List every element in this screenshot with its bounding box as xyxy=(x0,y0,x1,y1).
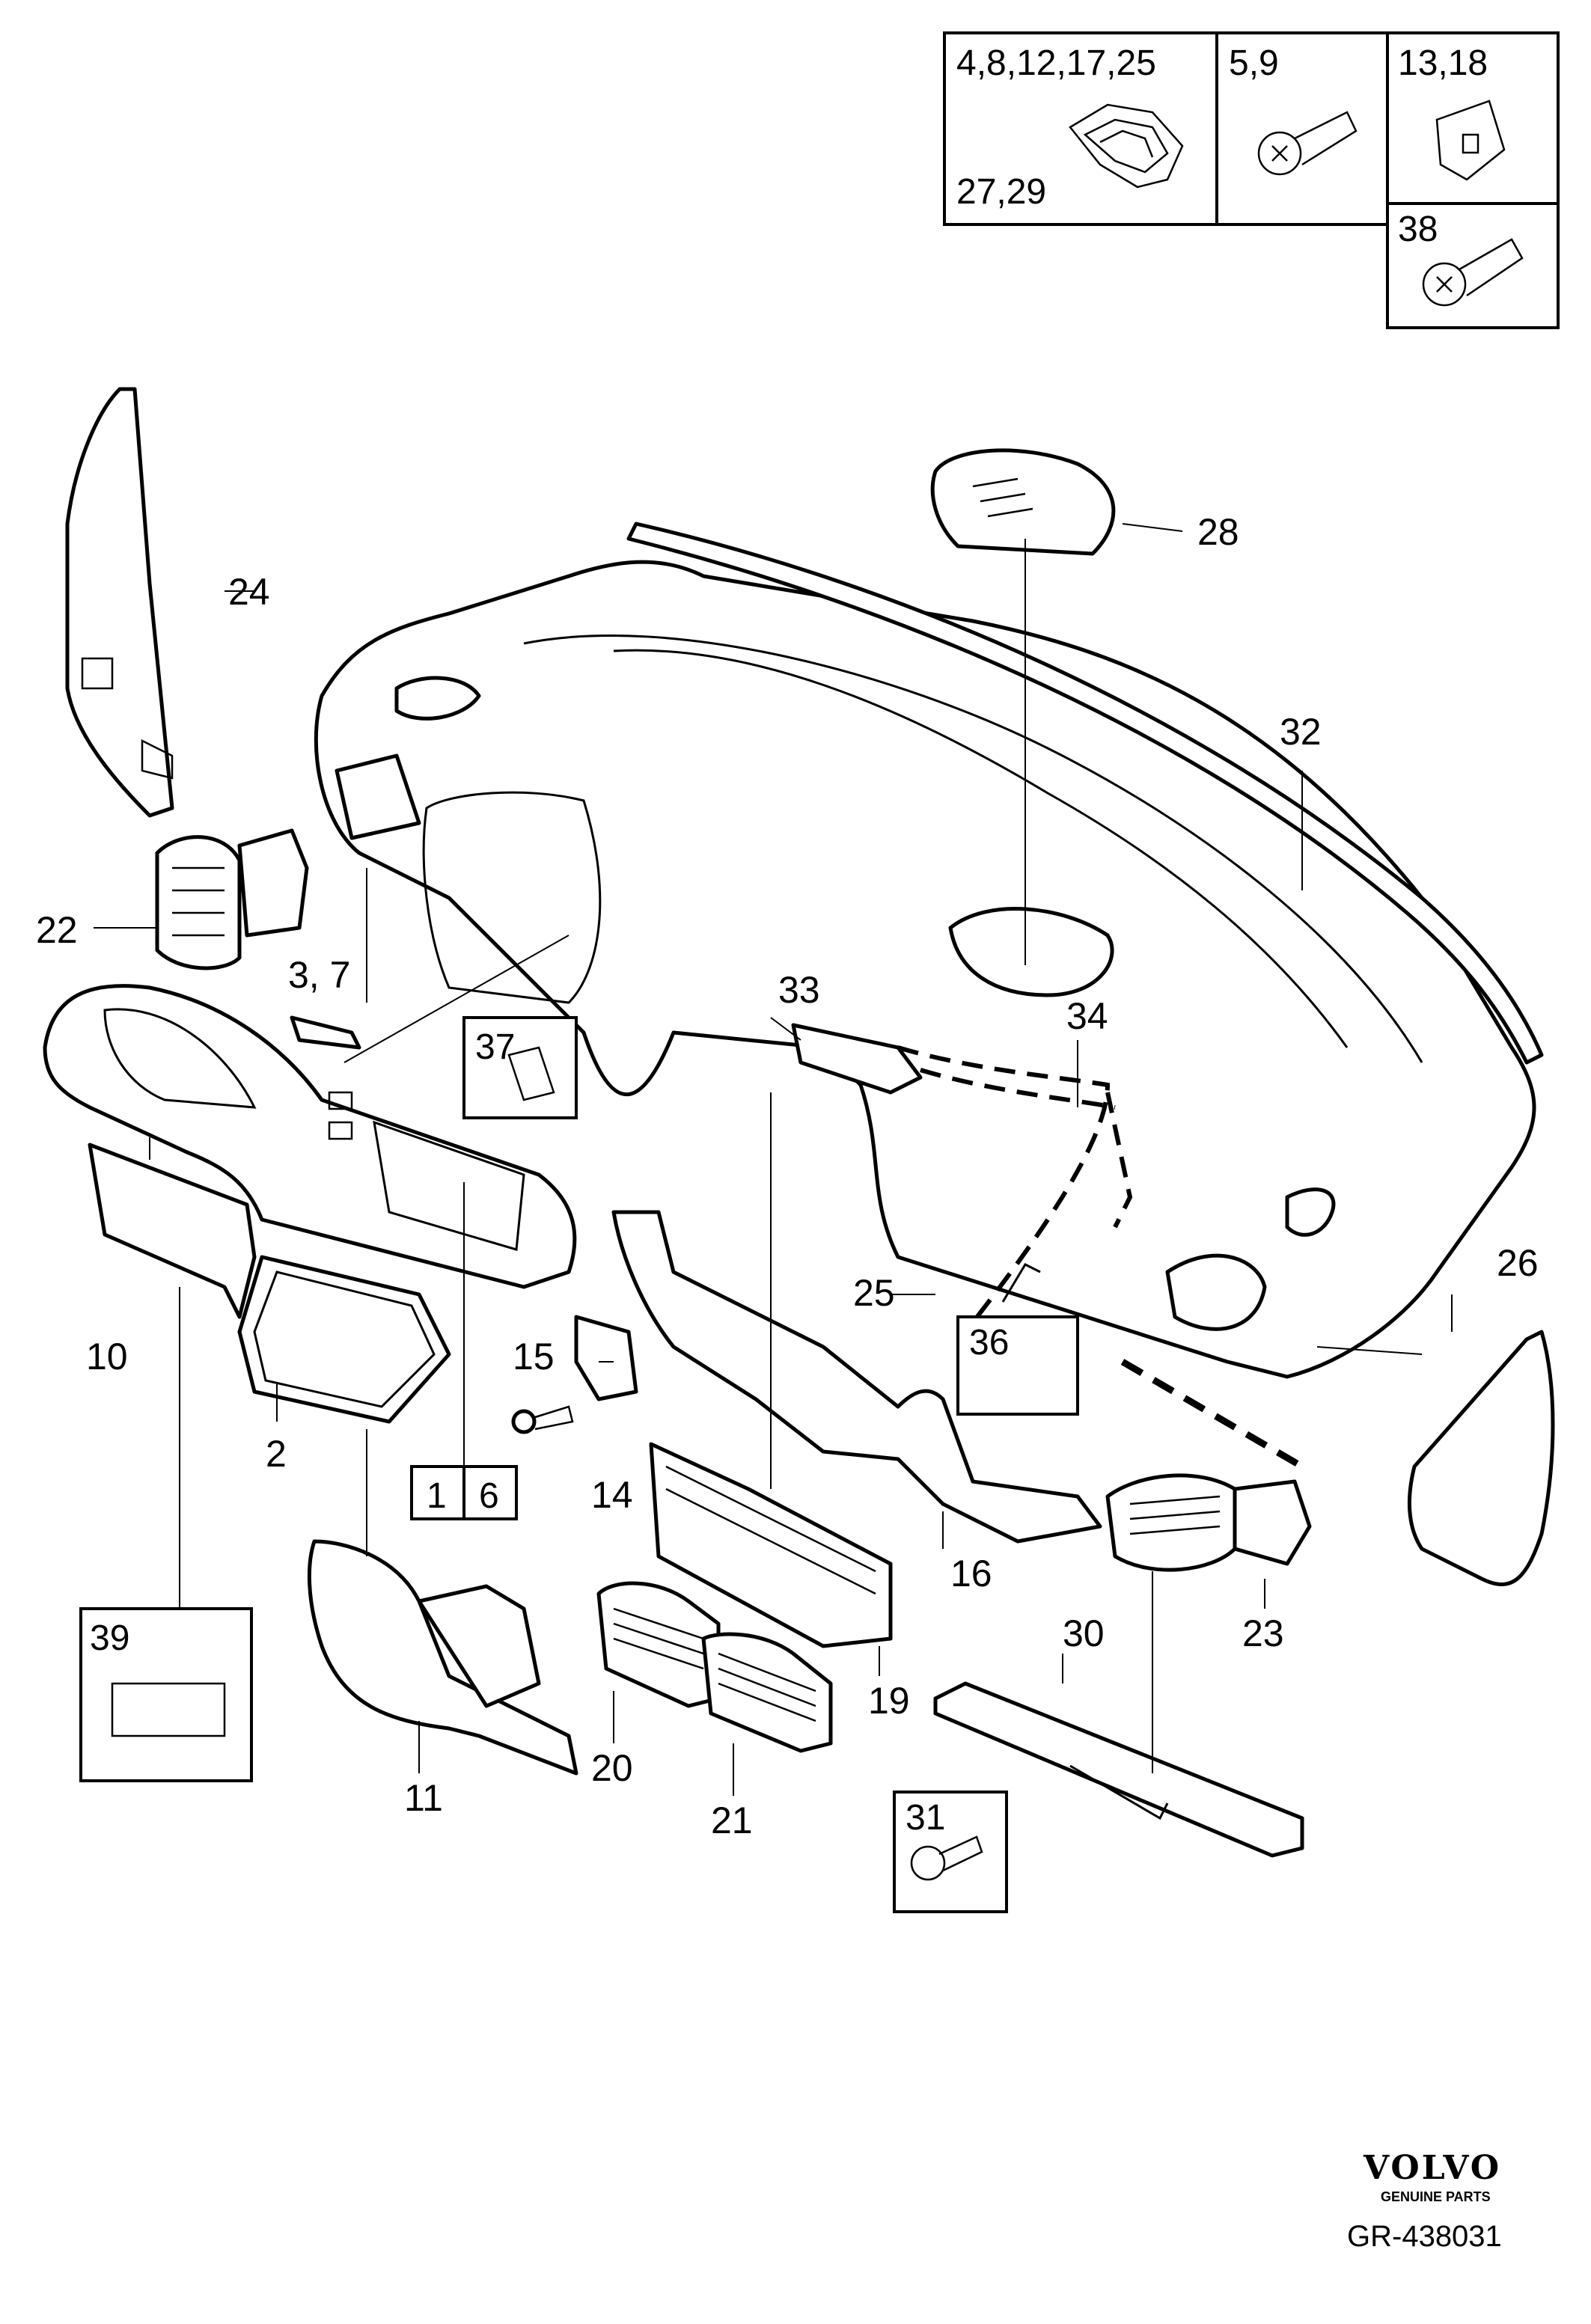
callout-2: 2 xyxy=(266,1433,287,1475)
callout-16: 16 xyxy=(950,1553,992,1594)
hidden-duct xyxy=(1120,1359,1304,1470)
callout-11: 11 xyxy=(404,1777,443,1819)
drawing-number: GR-438031 xyxy=(1347,2220,1502,2253)
callout-15: 15 xyxy=(513,1336,555,1377)
callout-24: 24 xyxy=(228,571,270,613)
knee-panel xyxy=(307,1539,578,1776)
speaker-cover xyxy=(930,448,1116,556)
clip-nut-icon xyxy=(1435,100,1506,181)
callout-3-7: 3, 7 xyxy=(288,954,350,996)
left-end-cover xyxy=(65,387,174,818)
box-31 xyxy=(893,1791,1008,1913)
center-vent-20 xyxy=(596,1581,721,1708)
box-36 xyxy=(956,1315,1079,1416)
callout-1: 1 xyxy=(427,1476,447,1516)
callout-28: 28 xyxy=(1197,511,1239,553)
center-console-frame xyxy=(611,1210,1102,1544)
box-1 xyxy=(410,1465,465,1520)
callout-numbers: 24 22 28 32 3, 7 33 34 37 25 26 36 10 15… xyxy=(36,511,1539,1841)
fastener-legend: 4,8,12,17,25 27,29 5,9 13,18 38 xyxy=(943,31,1560,329)
trim-ring xyxy=(237,1255,451,1424)
box-6 xyxy=(462,1465,518,1520)
callout-19: 19 xyxy=(868,1680,910,1722)
nut-refs: 13,18 xyxy=(1398,43,1488,83)
box-39 xyxy=(79,1607,253,1782)
callout-30: 30 xyxy=(1063,1612,1105,1654)
box-37 xyxy=(462,1016,578,1119)
callout-10: 10 xyxy=(86,1336,128,1377)
callout-32: 32 xyxy=(1280,711,1322,753)
callout-14: 14 xyxy=(591,1474,633,1516)
callout-39: 39 xyxy=(90,1618,129,1658)
left-air-vent xyxy=(155,828,309,970)
countersunk-screw-icon xyxy=(1422,238,1524,307)
callout-22: 22 xyxy=(36,909,78,951)
lower-trim-left xyxy=(88,1143,257,1319)
genuine-parts-label: GENUINE PARTS xyxy=(1381,2189,1491,2204)
callout-25: 25 xyxy=(853,1272,895,1314)
callout-37: 37 xyxy=(475,1027,515,1067)
clip-refs-bottom: 27,29 xyxy=(956,172,1046,212)
module-33 xyxy=(791,1023,923,1095)
screw-refs: 5,9 xyxy=(1229,43,1279,83)
callout-33: 33 xyxy=(778,969,820,1011)
callout-36: 36 xyxy=(969,1323,1009,1363)
callout-21: 21 xyxy=(711,1799,753,1841)
callout-6: 6 xyxy=(479,1476,499,1516)
spring-clip-icon xyxy=(1069,103,1184,189)
center-vent-housing xyxy=(649,1442,893,1648)
leader-lines xyxy=(94,523,1453,1796)
screw-15 xyxy=(511,1405,574,1434)
harness-route xyxy=(897,1045,1116,1333)
torx-screw-icon xyxy=(1257,111,1358,176)
center-vent-21 xyxy=(701,1632,833,1753)
callout-31: 31 xyxy=(906,1798,945,1838)
callout-23: 23 xyxy=(1242,1612,1284,1654)
callout-34: 34 xyxy=(1066,995,1108,1037)
bracket-3-7 xyxy=(290,1015,361,1050)
instrument-surround xyxy=(43,984,577,1289)
right-end-cover xyxy=(1408,1330,1555,1586)
lower-rail xyxy=(933,1681,1304,1858)
volvo-logo: VOLVO xyxy=(1363,2149,1501,2187)
screw-31-icon xyxy=(910,1835,983,1881)
screw-38-ref: 38 xyxy=(1398,210,1438,249)
callout-20: 20 xyxy=(591,1747,633,1789)
bracket-14 xyxy=(574,1315,638,1401)
right-air-vent xyxy=(1105,1473,1312,1572)
dashboard-panel xyxy=(314,522,1544,1379)
clip-refs-top: 4,8,12,17,25 xyxy=(956,43,1156,83)
callout-26: 26 xyxy=(1497,1242,1539,1284)
